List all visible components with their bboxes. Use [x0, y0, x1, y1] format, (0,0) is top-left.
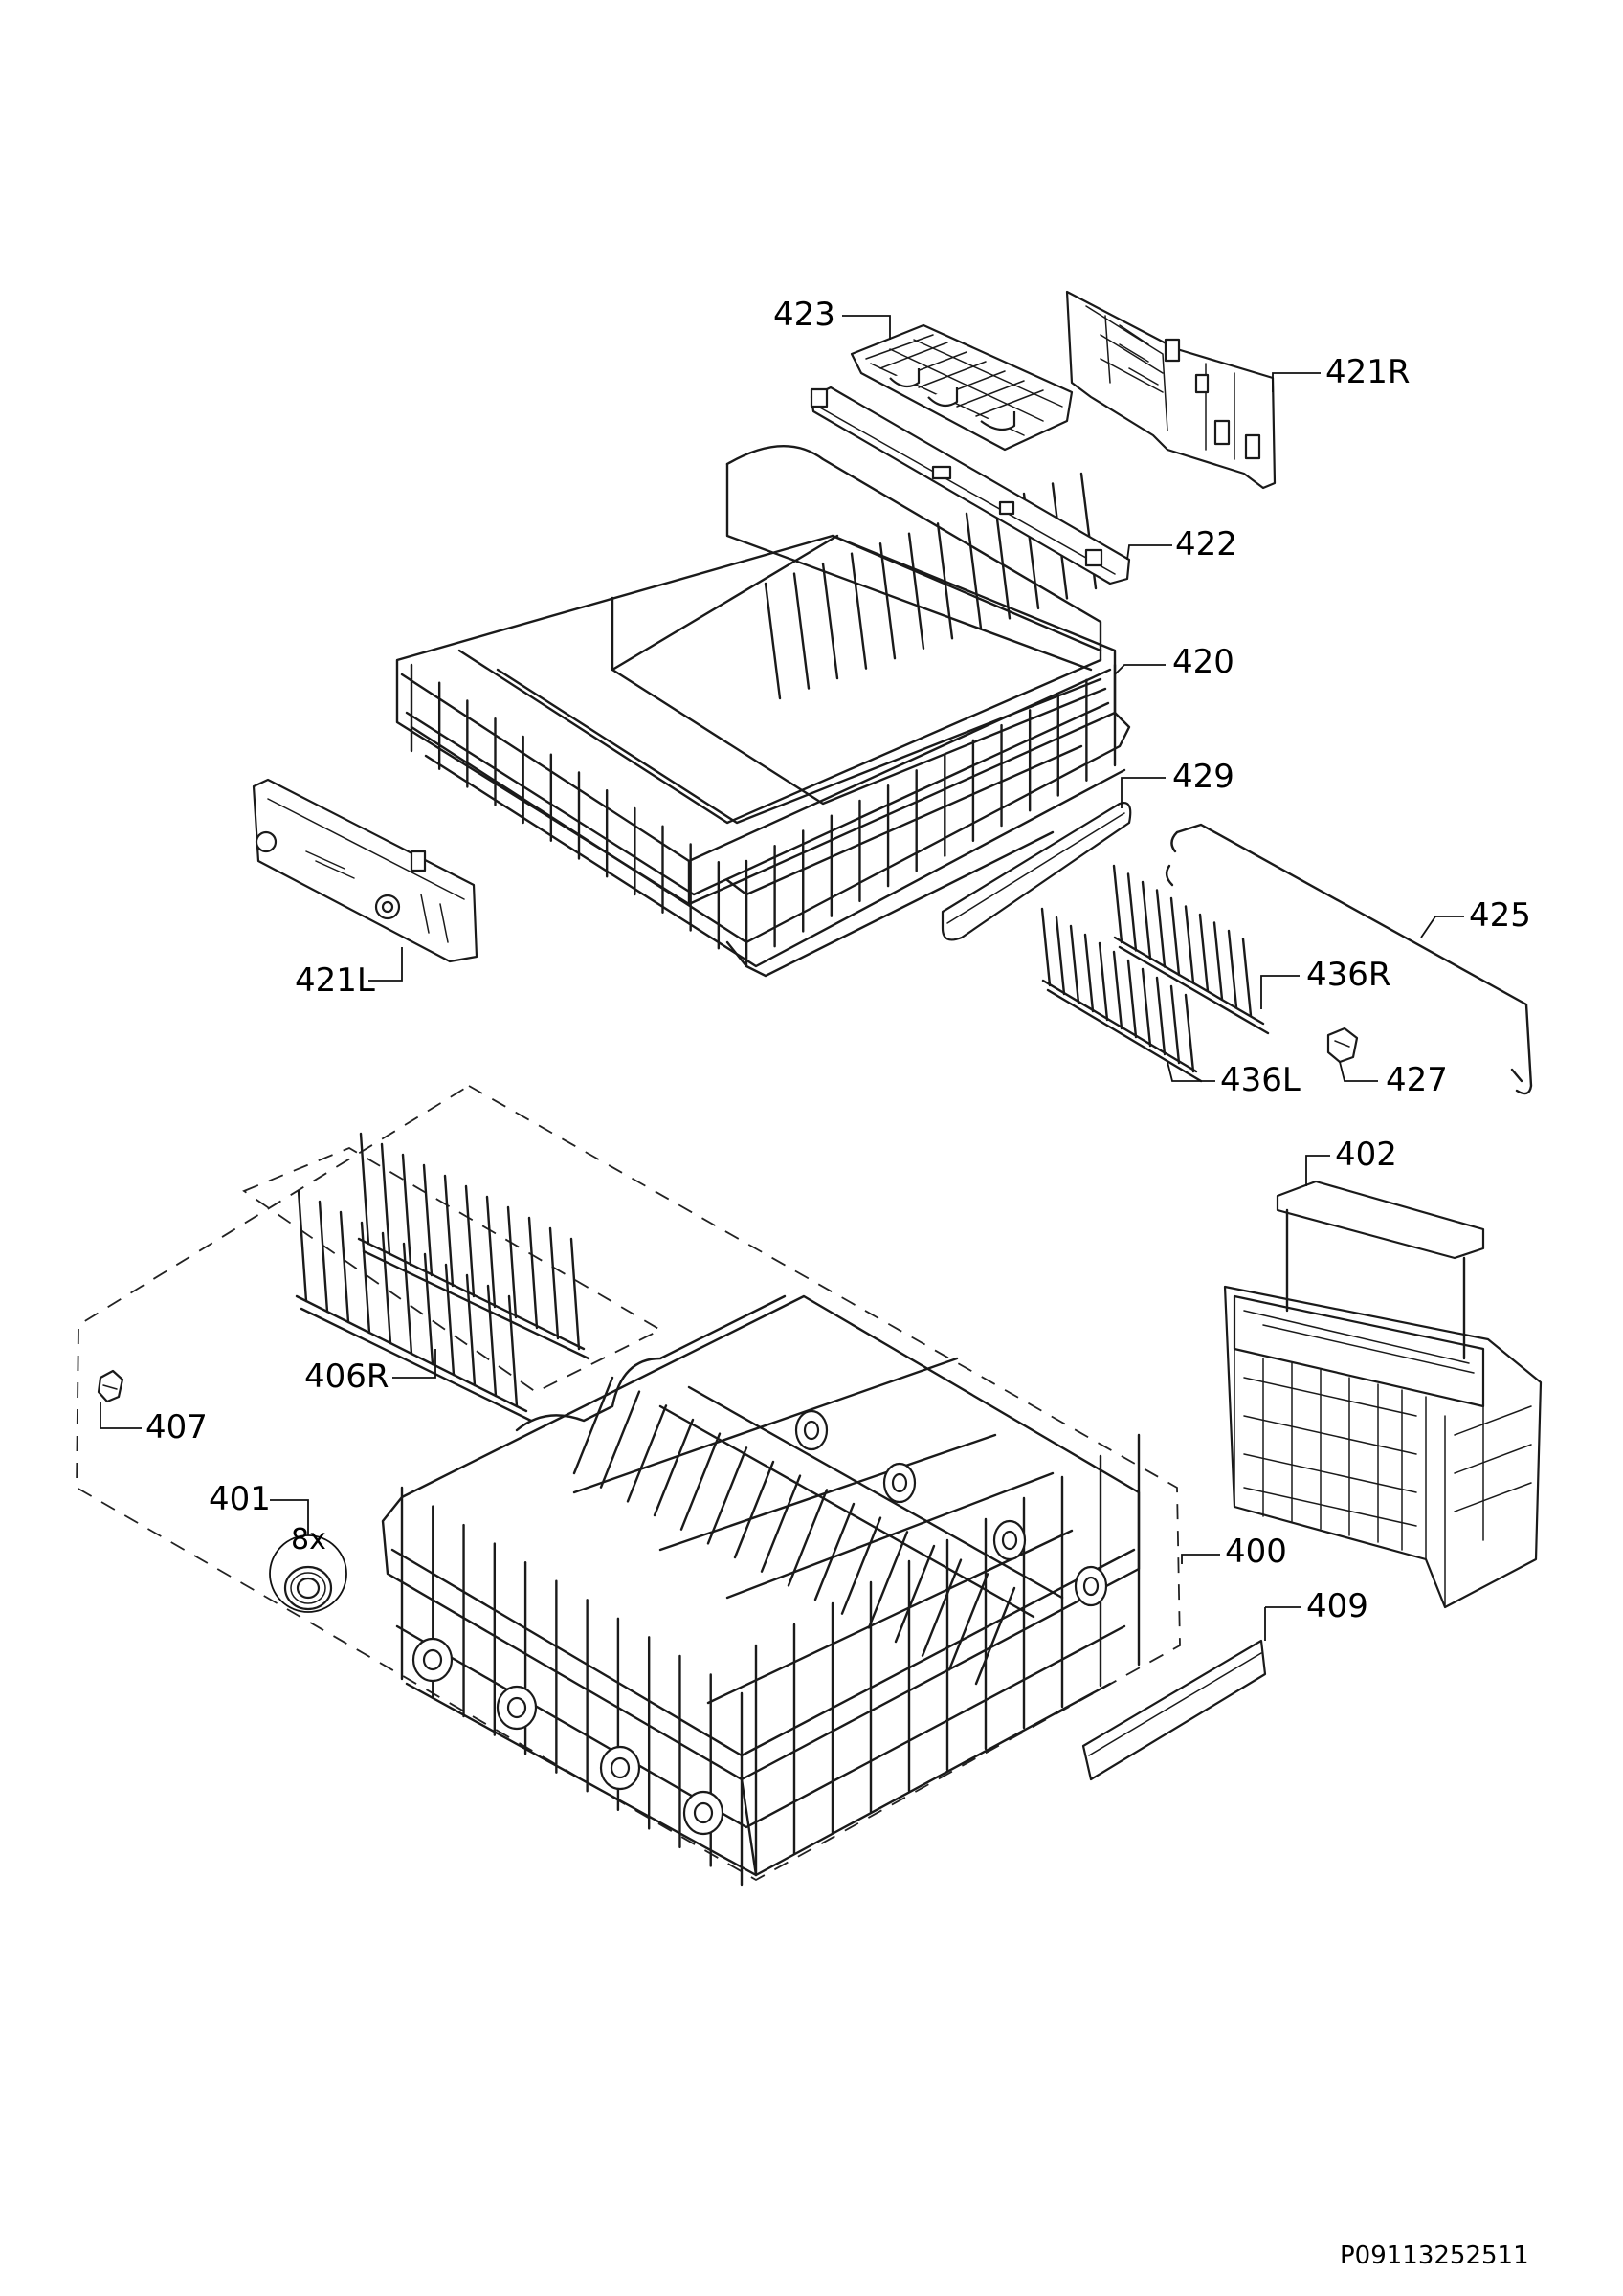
label-401-quantity: 8x	[291, 1523, 326, 1556]
label-427: 427	[1386, 1061, 1448, 1099]
label-436R: 436R	[1306, 956, 1391, 994]
lower-basket-wheels	[411, 1409, 1108, 1836]
label-423: 423	[773, 296, 835, 334]
bar-422	[810, 386, 1131, 585]
label-425: 425	[1469, 896, 1531, 935]
drawing-code: P09113252511	[1340, 2241, 1529, 2270]
label-400: 400	[1225, 1533, 1287, 1571]
tine-rack-436R	[1112, 864, 1270, 1035]
lower-basket-tines	[400, 1376, 1141, 1887]
rod-425	[1165, 823, 1533, 1095]
wheel-icon	[882, 1462, 917, 1504]
tine-rack-406R	[295, 1132, 590, 1423]
upper-basket-tines	[410, 472, 1117, 968]
label-421L: 421L	[295, 961, 375, 1000]
clip-407	[97, 1369, 124, 1403]
wheel-icon	[496, 1685, 538, 1731]
lower-basket-outline	[76, 1084, 1181, 1882]
clip-427	[1326, 1027, 1359, 1064]
upper-basket-420	[395, 444, 1131, 978]
label-402: 402	[1335, 1136, 1397, 1174]
label-406R: 406R	[304, 1358, 389, 1396]
label-409: 409	[1306, 1587, 1368, 1625]
wheel-icon	[794, 1409, 829, 1451]
label-420: 420	[1172, 643, 1234, 681]
rack-406R-outline	[242, 1146, 662, 1394]
handle-409	[1081, 1639, 1267, 1781]
leader-lines	[100, 315, 1464, 1641]
label-421R: 421R	[1325, 353, 1411, 391]
label-429: 429	[1172, 758, 1234, 796]
wheel-icon	[682, 1790, 724, 1836]
rail-421R	[1065, 290, 1277, 490]
tine-rack-436L	[1040, 907, 1203, 1083]
wheel-icon	[1074, 1565, 1108, 1607]
lower-basket-400	[381, 1294, 1141, 1877]
label-422: 422	[1175, 525, 1237, 563]
handle-429	[941, 802, 1132, 941]
label-407: 407	[145, 1408, 208, 1446]
shelf-423	[850, 323, 1074, 452]
label-436L: 436L	[1220, 1061, 1301, 1099]
wheel-401	[283, 1565, 333, 1611]
wheel-icon	[992, 1519, 1027, 1561]
wheel-icon	[599, 1745, 641, 1791]
wheel-icon	[411, 1637, 454, 1683]
label-401: 401	[209, 1480, 271, 1518]
cutlery-basket-402	[1223, 1180, 1543, 1609]
rail-421L	[252, 778, 478, 963]
